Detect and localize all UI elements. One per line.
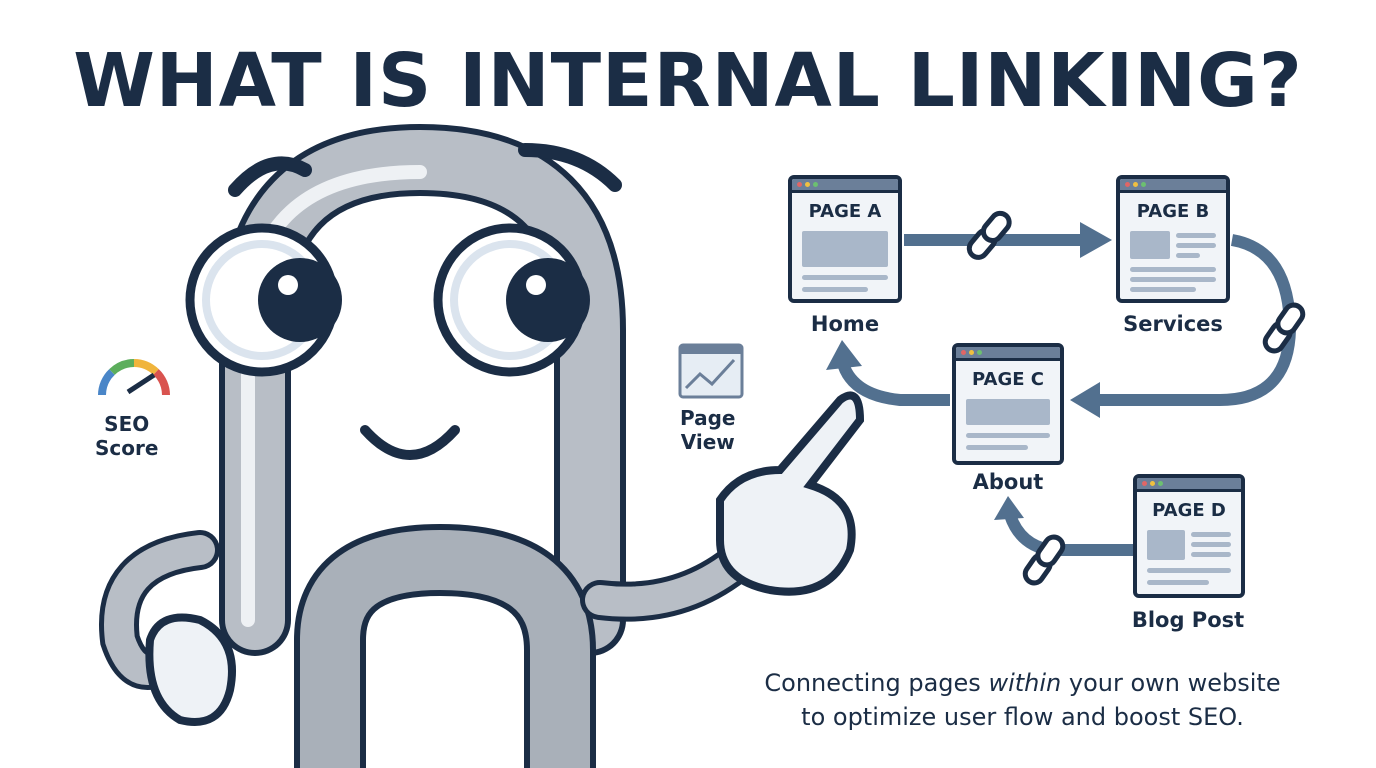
page-a-card: PAGE A: [788, 175, 902, 303]
page-label-blog-post: Blog Post: [1131, 608, 1245, 632]
page-c-card: PAGE C: [952, 343, 1064, 465]
page-title: WHAT IS INTERNAL LINKING?: [73, 38, 1303, 124]
seo-line1: SEO: [104, 412, 150, 436]
left-hand: [145, 613, 236, 726]
page-d-card: PAGE D: [1133, 474, 1245, 598]
trend-chart-icon: [678, 343, 744, 399]
pageview-line2: View: [680, 430, 735, 454]
caption-emphasis: within: [988, 669, 1062, 697]
caption: Connecting pages within your own website…: [700, 666, 1345, 734]
caption-before: Connecting pages: [764, 669, 989, 697]
caption-line2: to optimize user flow and boost SEO.: [801, 703, 1244, 731]
pointing-hand: [716, 391, 865, 596]
gauge-icon: [98, 359, 170, 396]
page-heading: PAGE B: [1136, 201, 1210, 222]
page-b-card: PAGE B: [1116, 175, 1230, 303]
page-label-about: About: [972, 470, 1044, 494]
caption-line1: Connecting pages within your own website: [700, 666, 1345, 700]
page-heading: PAGE A: [808, 201, 882, 222]
eyes: [185, 223, 590, 377]
pageview-line1: Page: [680, 406, 736, 430]
arrowheads: [826, 222, 1112, 520]
page-label-home: Home: [810, 312, 880, 336]
chain-link-icons: [966, 210, 1306, 586]
page-heading: PAGE C: [971, 369, 1045, 390]
page-heading: PAGE D: [1152, 500, 1226, 521]
page-label-services: Services: [1123, 312, 1223, 336]
caption-after: your own website: [1061, 669, 1281, 697]
seo-line2: Score: [95, 436, 159, 460]
